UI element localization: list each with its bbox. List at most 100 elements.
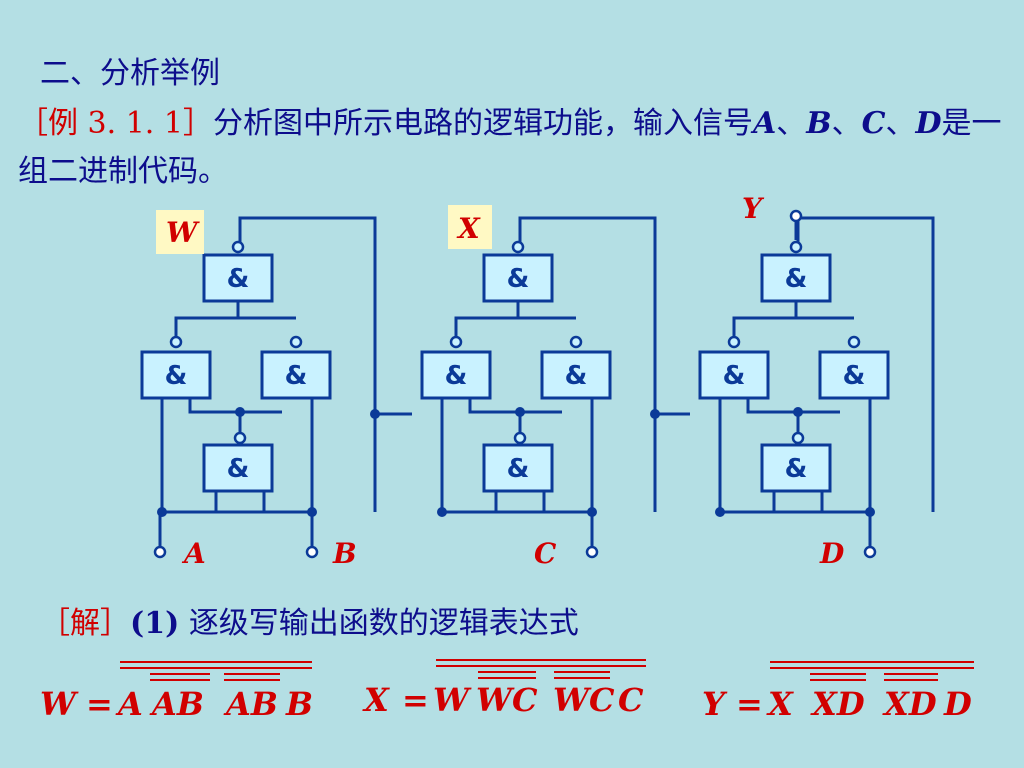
- separator: 、: [885, 106, 916, 141]
- solution-line: ［解］(1) 逐级写输出函数的逻辑表达式: [40, 598, 579, 642]
- inversion-bubble: [569, 335, 583, 349]
- gate-symbol: &: [723, 361, 746, 391]
- input-label-a: A: [181, 537, 206, 570]
- circuit-block-x: & & & &: [420, 216, 657, 517]
- var-d: D: [915, 106, 942, 141]
- eq-y-equals: =: [736, 685, 763, 723]
- gate-symbol: &: [285, 361, 308, 391]
- terminal-c: [585, 545, 599, 559]
- terminal-d: [863, 545, 877, 559]
- equation-w: W = A AB AB B: [40, 661, 313, 723]
- inversion-bubble: [791, 431, 805, 445]
- inversion-bubble: [513, 431, 527, 445]
- junction-dot: [235, 407, 245, 417]
- eq-x-term2: WC: [476, 681, 538, 719]
- gate-symbol: &: [227, 454, 250, 484]
- terminal-b: [305, 545, 319, 559]
- inversion-bubble: [847, 335, 861, 349]
- gate-symbol: &: [227, 264, 250, 294]
- gate-symbol: &: [565, 361, 588, 391]
- gate-symbol: &: [785, 264, 808, 294]
- and-gate: &: [202, 253, 274, 303]
- wire: [160, 398, 314, 512]
- and-gate: &: [818, 350, 890, 400]
- section-heading: 二、分析举例: [40, 56, 220, 91]
- input-label-c: C: [534, 537, 557, 570]
- gate-symbol: &: [445, 361, 468, 391]
- output-label-w: W: [166, 216, 200, 249]
- and-gate: &: [260, 350, 332, 400]
- wire: [772, 490, 824, 512]
- and-gate: &: [698, 350, 770, 400]
- eq-x-term1: W: [433, 681, 472, 719]
- w-label-box: [156, 210, 204, 254]
- equation-x: X = W WC WC C: [362, 659, 646, 719]
- eq-w-lhs: W: [40, 685, 79, 723]
- eq-w-term4: B: [285, 685, 313, 723]
- eq-w-term2: AB: [149, 685, 204, 723]
- eq-x-lhs: X: [362, 681, 390, 719]
- wire: [238, 216, 377, 512]
- solution-tag: ［解］: [40, 606, 130, 641]
- input-label-b: B: [332, 537, 357, 570]
- junction-dot: [650, 409, 660, 419]
- gate-symbol: &: [507, 454, 530, 484]
- inversion-bubble: [511, 240, 525, 254]
- var-a: A: [752, 106, 777, 141]
- inversion-bubble: [169, 335, 183, 349]
- wire: [494, 490, 546, 512]
- and-gate: &: [420, 350, 492, 400]
- inversion-bubble: [789, 240, 803, 254]
- wire: [518, 216, 657, 512]
- example-tag: ［例 3. 1. 1］: [18, 106, 213, 141]
- inversion-bubble: [449, 335, 463, 349]
- junction-dot: [715, 507, 725, 517]
- eq-x-term3: WC: [553, 681, 615, 719]
- separator: 、: [776, 106, 807, 141]
- and-gate: &: [540, 350, 612, 400]
- terminal-y: [789, 209, 803, 223]
- gate-symbol: &: [507, 264, 530, 294]
- eq-y-term1: X: [766, 685, 794, 723]
- junction-dot: [515, 407, 525, 417]
- eq-w-term3: AB: [223, 685, 278, 723]
- inversion-bubble: [233, 431, 247, 445]
- eq-y-term3: XD: [882, 685, 937, 723]
- eq-y-term4: D: [943, 685, 972, 723]
- var-c: C: [861, 106, 886, 141]
- wire: [440, 398, 594, 512]
- and-gate: &: [760, 443, 832, 493]
- eq-x-equals: =: [402, 681, 429, 719]
- inversion-bubble: [289, 335, 303, 349]
- and-gate: &: [482, 443, 554, 493]
- terminal-a: [153, 545, 167, 559]
- gate-symbol: &: [165, 361, 188, 391]
- and-gate: &: [202, 443, 274, 493]
- wire: [718, 398, 872, 512]
- eq-y-lhs: Y: [702, 685, 728, 723]
- eq-w-equals: =: [86, 685, 113, 723]
- wire: [174, 302, 296, 348]
- and-gate: &: [140, 350, 212, 400]
- junction-dot: [437, 507, 447, 517]
- junction-dot: [370, 409, 380, 419]
- eq-w-term1: A: [115, 685, 143, 723]
- var-b: B: [806, 106, 832, 141]
- input-label-d: D: [819, 537, 845, 570]
- wire: [454, 302, 576, 348]
- circuit-block-w: & & & &: [140, 216, 377, 517]
- inversion-bubble: [727, 335, 741, 349]
- output-label-y: Y: [742, 192, 765, 225]
- junction-dot: [793, 407, 803, 417]
- inversion-bubble: [231, 240, 245, 254]
- solution-text: 逐级写输出函数的逻辑表达式: [188, 606, 579, 641]
- and-gate: &: [482, 253, 554, 303]
- wire: [214, 490, 266, 512]
- eq-x-term4: C: [618, 681, 644, 719]
- equation-y: Y = X XD XD D: [702, 661, 974, 723]
- gate-symbol: &: [843, 361, 866, 391]
- wire: [796, 216, 935, 512]
- separator: 、: [831, 106, 862, 141]
- gate-symbol: &: [785, 454, 808, 484]
